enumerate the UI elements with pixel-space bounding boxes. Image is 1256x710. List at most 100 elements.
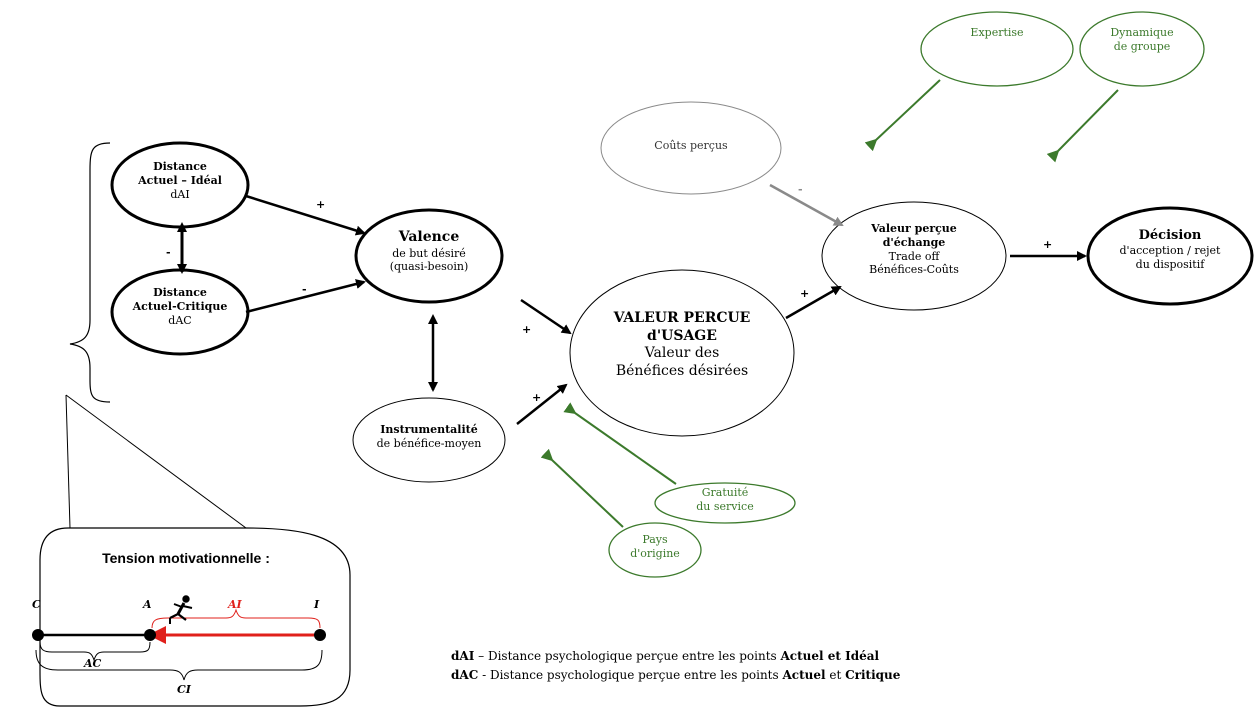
instrumentalite-sub: de bénéfice-moyen xyxy=(376,436,482,450)
point-a-dot xyxy=(144,629,156,641)
valeur-echange-sub2: Bénéfices-Coûts xyxy=(869,263,959,277)
dynamique-label: Dynamique de groupe xyxy=(1090,26,1194,54)
label-ai: AI xyxy=(228,598,242,611)
instrumentalite-label: Instrumentalité de bénéfice-moyen xyxy=(358,423,500,451)
valeur-usage-title1: VALEUR PERCUE xyxy=(613,310,751,326)
arrow-expertise xyxy=(864,79,941,152)
instrumentalite-title: Instrumentalité xyxy=(380,423,478,436)
sign-between-distances: - xyxy=(166,246,171,259)
point-a-label: A xyxy=(143,598,152,611)
gratuite-label: Gratuité du service xyxy=(670,486,780,514)
distance-critique-sub: dAC xyxy=(168,313,192,327)
node-dynamique xyxy=(1079,11,1205,87)
arrow-usage-echange xyxy=(785,285,842,320)
legend-dai-bold: Actuel et Idéal xyxy=(780,649,880,663)
valeur-echange-title1: Valeur perçue xyxy=(871,222,957,235)
arrow-critique-valence xyxy=(245,279,366,314)
sign-echange-decision: + xyxy=(1043,238,1053,251)
legend-dac-key: dAC xyxy=(451,668,479,682)
legend-line-dac: dAC - Distance psychologique perçue entr… xyxy=(451,668,900,682)
node-decision xyxy=(1086,206,1254,306)
gratuite-line1: Gratuité xyxy=(701,486,749,499)
legend-dac-mid: et xyxy=(825,668,846,682)
point-i-label: I xyxy=(314,598,320,611)
valence-label: Valence de but désiré (quasi-besoin) xyxy=(364,229,494,274)
valeur-echange-label: Valeur perçue d'échange Trade off Bénéfi… xyxy=(840,222,988,277)
point-c-dot xyxy=(32,629,44,641)
gratuite-line2: du service xyxy=(696,499,754,513)
decision-sub1: d'acception / rejet xyxy=(1119,244,1221,258)
arrow-ideal-valence xyxy=(245,194,366,236)
valeur-usage-label: VALEUR PERCUE d'USAGE Valeur des Bénéfic… xyxy=(592,310,772,380)
distance-ideal-title2: Actuel – Idéal xyxy=(138,173,222,187)
node-gratuite xyxy=(654,482,796,524)
distance-ideal-sub: dAI xyxy=(170,187,190,201)
valence-title: Valence xyxy=(398,229,460,245)
pays-line1: Pays xyxy=(642,533,668,546)
arrow-pays xyxy=(540,448,624,528)
node-valeur-echange xyxy=(821,201,1007,311)
legend-dai-key: dAI xyxy=(451,649,475,663)
couts-label: Coûts perçus xyxy=(620,139,762,153)
node-valence xyxy=(354,208,504,304)
callout-line-right xyxy=(65,394,247,529)
brace-ai xyxy=(151,608,321,629)
node-instrumentalite xyxy=(352,397,506,483)
legend-dac-bold2: Critique xyxy=(845,668,901,682)
sign-ideal-valence: + xyxy=(316,198,326,211)
valeur-echange-sub1: Trade off xyxy=(888,249,940,263)
callout-line-left xyxy=(65,394,71,529)
node-pays xyxy=(608,522,702,578)
runner-icon xyxy=(169,595,193,624)
arrow-valence-usage xyxy=(520,298,572,335)
valeur-usage-sub2: Bénéfices désirées xyxy=(615,362,749,379)
legend-dac-bold1: Actuel xyxy=(782,668,826,682)
node-couts xyxy=(600,101,782,195)
left-brace xyxy=(69,142,111,403)
node-expertise xyxy=(920,11,1074,87)
point-i-dot xyxy=(314,629,326,641)
valeur-usage-title2: d'USAGE xyxy=(647,327,717,344)
distance-ideal-label: Distance Actuel – Idéal dAI xyxy=(122,160,238,201)
point-c-label: C xyxy=(32,598,41,611)
distance-critique-label: Distance Actuel-Critique dAC xyxy=(122,286,238,327)
label-ci: CI xyxy=(177,683,191,696)
couts-text: Coûts perçus xyxy=(654,139,728,152)
distance-critique-title1: Distance xyxy=(153,286,207,299)
decision-label: Décision d'acception / rejet du disposit… xyxy=(1096,228,1244,272)
sign-critique-valence: - xyxy=(302,283,307,296)
decision-sub2: du dispositif xyxy=(1135,258,1205,271)
arrow-couts-echange xyxy=(769,183,844,227)
distance-ideal-title1: Distance xyxy=(153,160,207,173)
arrow-instr-usage xyxy=(516,383,568,425)
expertise-text: Expertise xyxy=(970,26,1024,39)
label-ac: AC xyxy=(84,657,102,670)
node-valeur-usage xyxy=(569,269,795,437)
pays-label: Pays d'origine xyxy=(615,533,695,561)
legend-dai-text: – Distance psychologique perçue entre le… xyxy=(474,649,781,663)
valeur-echange-title2: d'échange xyxy=(882,235,946,249)
tension-box xyxy=(39,527,351,707)
sign-couts-echange: - xyxy=(798,183,803,196)
legend-dac-text: - Distance psychologique perçue entre le… xyxy=(478,668,783,682)
arrow-gratuite xyxy=(563,402,677,485)
legend-line-dai: dAI – Distance psychologique perçue entr… xyxy=(451,649,879,663)
tension-red-arrowhead xyxy=(148,626,166,644)
pays-line2: d'origine xyxy=(630,546,680,560)
sign-instr-usage: + xyxy=(532,391,542,404)
sign-valence-usage: + xyxy=(522,323,532,336)
dynamique-line2: de groupe xyxy=(1113,39,1171,53)
arrow-dynamique xyxy=(1046,89,1119,163)
brace-ac xyxy=(39,641,151,662)
distance-critique-title2: Actuel-Critique xyxy=(132,299,228,313)
decision-title: Décision xyxy=(1138,228,1202,243)
expertise-label: Expertise xyxy=(930,26,1064,40)
valence-sub2: (quasi-besoin) xyxy=(389,260,469,274)
brace-ci xyxy=(35,649,323,681)
valence-sub1: de but désiré xyxy=(392,246,466,260)
tension-title: Tension motivationnelle : xyxy=(102,550,270,566)
dynamique-line1: Dynamique xyxy=(1110,26,1174,39)
valeur-usage-sub1: Valeur des xyxy=(644,345,720,361)
sign-usage-echange: + xyxy=(800,287,810,300)
